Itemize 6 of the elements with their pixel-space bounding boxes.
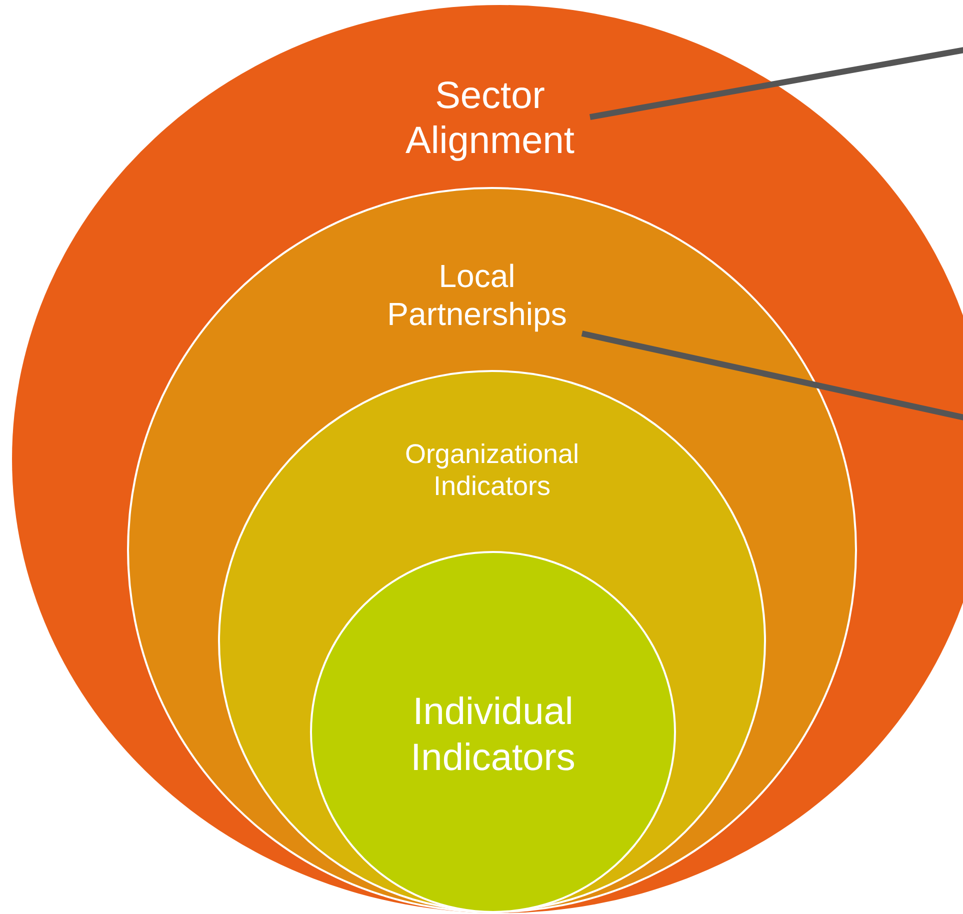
layer-label: Sector Alignment: [390, 74, 590, 164]
leader-line: [589, 45, 963, 120]
leader-line: [581, 330, 963, 423]
layer-label: Organizational Indicators: [404, 438, 580, 503]
layer-label: Individual Indicators: [410, 690, 576, 781]
layer-label: Local Partnerships: [372, 258, 582, 334]
